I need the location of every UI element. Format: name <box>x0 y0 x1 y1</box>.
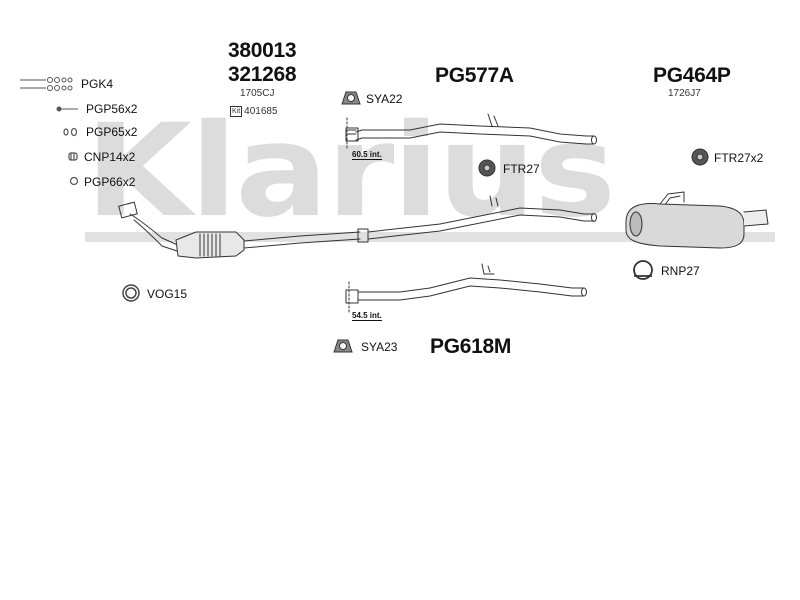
clamp-icon <box>68 152 78 161</box>
dimension-label-lower: 54.5 int. <box>352 311 382 321</box>
hanger-ring-icon <box>633 260 653 280</box>
fitting-label-pgk4: PGK4 <box>81 77 114 91</box>
fitting-label-ftr27: FTR27 <box>503 162 540 176</box>
mount-bracket-icon <box>333 339 353 353</box>
fitting-label-ftr27x2: FTR27x2 <box>714 151 764 165</box>
fitting-label-sya22: SYA22 <box>366 92 403 106</box>
hanger-ring-icon <box>122 284 140 302</box>
center-pipe-main <box>367 195 597 240</box>
rubber-mount-icon <box>691 148 709 166</box>
fitting-label-vog15: VOG15 <box>147 287 188 301</box>
part-number-front-1: 380013 <box>228 39 297 62</box>
part-number-center: PG577A <box>435 64 514 87</box>
fitting-label-pgp56: PGP56x2 <box>86 102 138 116</box>
watermark-underline <box>85 232 775 242</box>
dimension-label-upper: 60.5 int. <box>352 150 382 160</box>
fitting-label-cnp14: CNP14x2 <box>84 150 136 164</box>
part-number-alt-center: PG618M <box>430 335 512 358</box>
fitting-label-rnp27: RNP27 <box>661 264 700 278</box>
center-pipe-lower <box>345 263 587 304</box>
gasket-icon <box>63 127 78 137</box>
oe-code-front: 1705CJ <box>240 88 275 99</box>
brand-watermark: Klarius <box>85 97 616 246</box>
fitting-label-pgp65: PGP65x2 <box>86 125 138 139</box>
part-number-front-2: 321268 <box>228 63 297 86</box>
mount-bracket-icon <box>341 91 361 105</box>
rear-silencer <box>625 191 769 249</box>
part-number-rear: PG464P <box>653 64 731 87</box>
kit-code-value: 401685 <box>244 106 278 117</box>
bolt-icon <box>56 106 78 112</box>
fitting-label-sya23: SYA23 <box>361 340 398 354</box>
bolt-kit-icon <box>20 77 73 91</box>
center-pipe-upper <box>345 113 597 145</box>
front-pipe-catalytic-converter <box>118 201 369 259</box>
fitting-label-pgp66: PGP66x2 <box>84 175 136 189</box>
rubber-mount-icon <box>478 159 496 177</box>
ring-icon <box>69 176 79 186</box>
kit-badge: Kit <box>230 106 243 117</box>
oe-code-rear: 1726J7 <box>668 88 701 99</box>
